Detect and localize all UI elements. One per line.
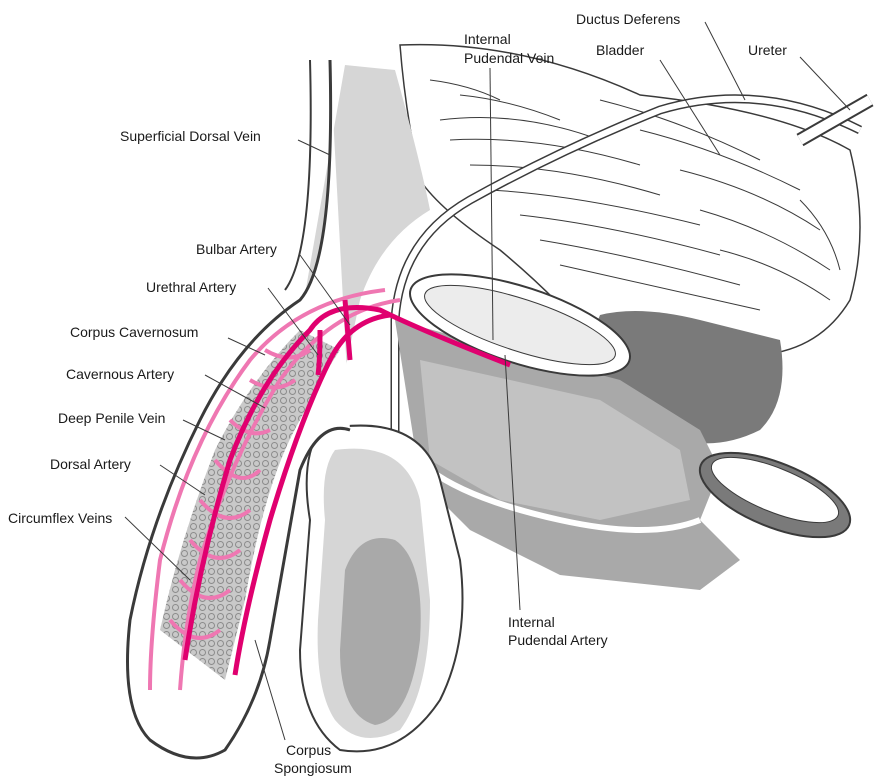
label-internal-pudendal-artery-2: Pudendal Artery bbox=[508, 632, 608, 648]
label-internal-pudendal-vein-2: Pudendal Vein bbox=[464, 50, 554, 66]
label-ureter: Ureter bbox=[748, 42, 787, 58]
label-bulbar-artery: Bulbar Artery bbox=[196, 241, 277, 257]
label-internal-pudendal-vein-1: Internal bbox=[464, 31, 511, 47]
label-dorsal-artery: Dorsal Artery bbox=[50, 456, 131, 472]
label-bladder: Bladder bbox=[596, 42, 644, 58]
label-cavernous-artery: Cavernous Artery bbox=[66, 366, 174, 382]
label-corpus-spongiosum-1: Corpus bbox=[286, 742, 331, 758]
label-superficial-dorsal-vein: Superficial Dorsal Vein bbox=[120, 128, 261, 144]
label-corpus-cavernosum: Corpus Cavernosum bbox=[70, 324, 198, 340]
label-ductus-deferens: Ductus Deferens bbox=[576, 11, 680, 27]
label-internal-pudendal-artery-1: Internal bbox=[508, 614, 555, 630]
label-deep-penile-vein: Deep Penile Vein bbox=[58, 410, 165, 426]
label-circumflex-veins: Circumflex Veins bbox=[8, 510, 112, 526]
label-corpus-spongiosum-2: Spongiosum bbox=[274, 760, 352, 776]
label-urethral-artery: Urethral Artery bbox=[146, 279, 236, 295]
